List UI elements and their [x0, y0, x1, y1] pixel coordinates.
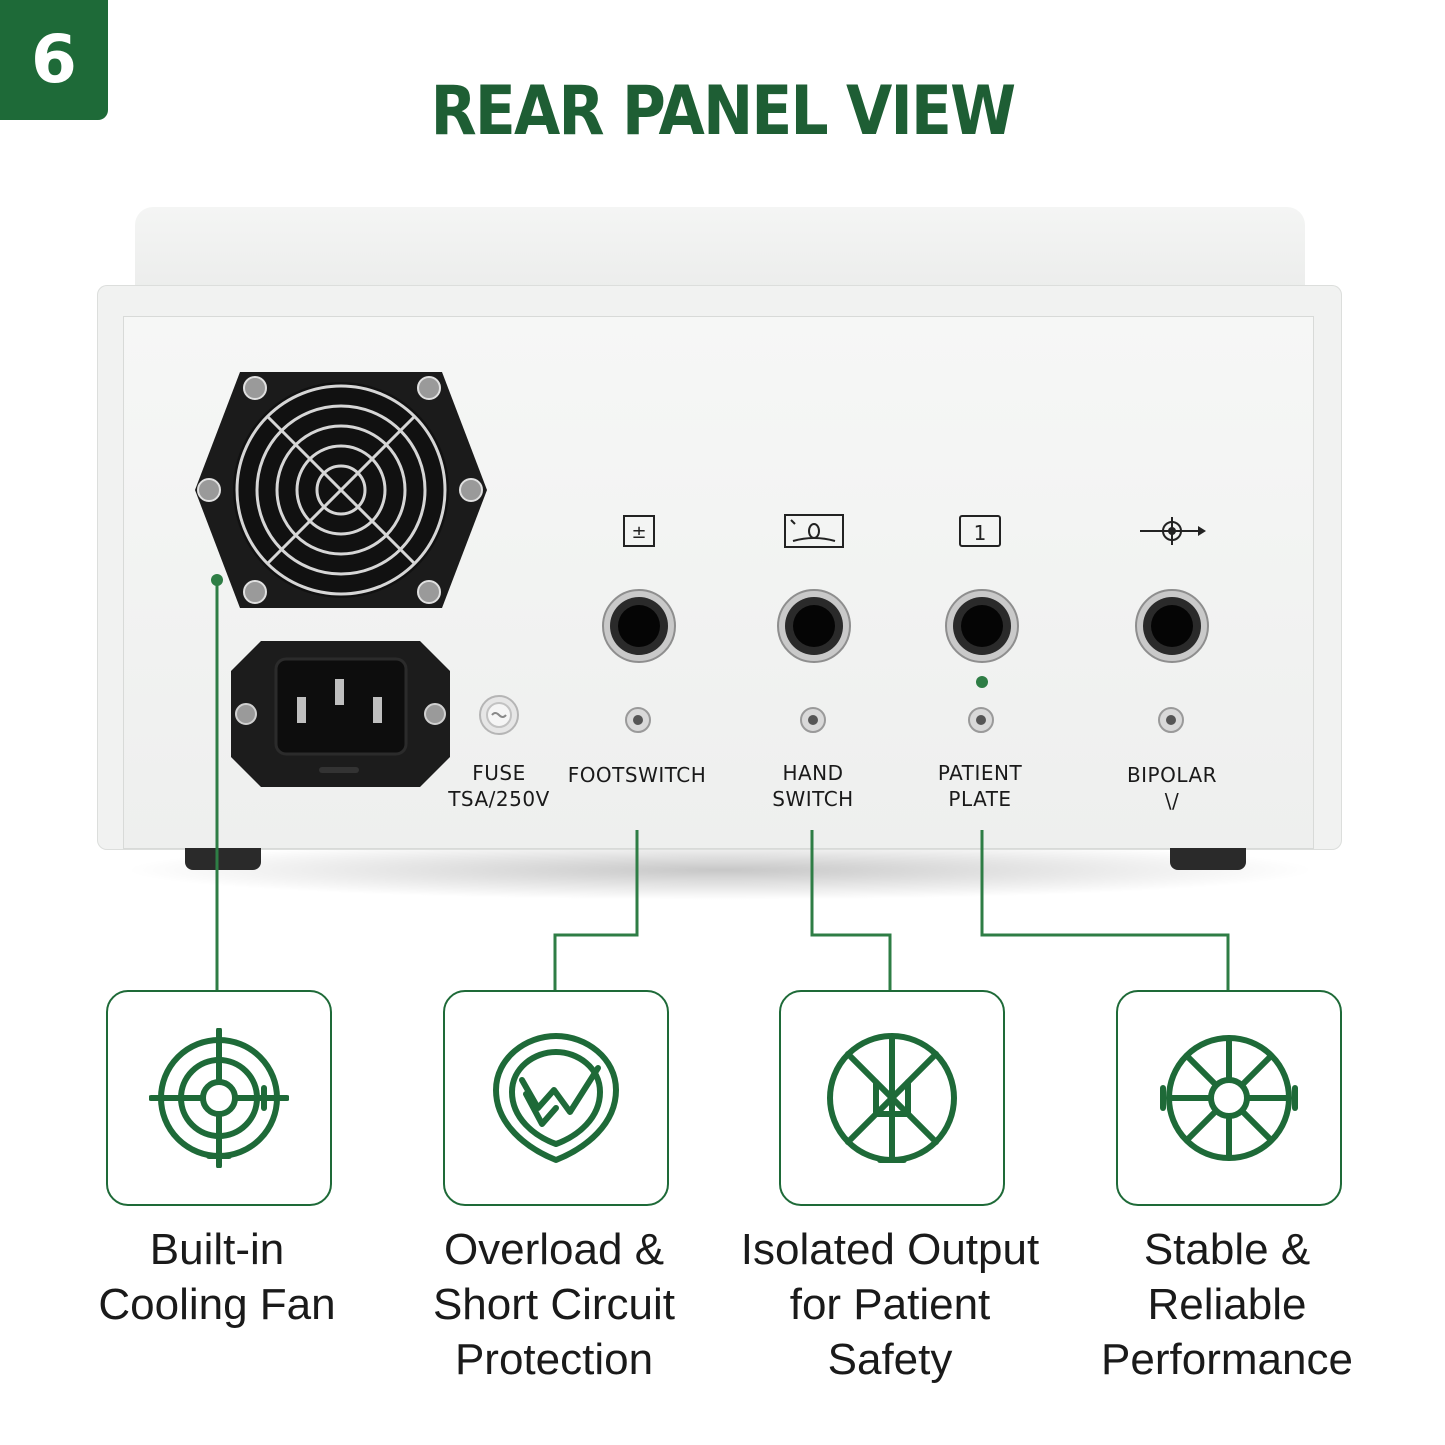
footswitch-label: FOOTSWITCH	[562, 762, 712, 788]
feature-text-cooling-line1: Built-in	[149, 1225, 285, 1274]
feature-card-isolation	[779, 990, 1005, 1206]
bipolar-label-line2: \/	[1164, 789, 1180, 813]
footswitch-symbol-icon: ±	[623, 515, 655, 547]
isolation-circle-icon	[827, 1033, 957, 1163]
bipolar-jack[interactable]	[1134, 588, 1210, 664]
feature-text-reliability: Stable & Reliable Performance	[1062, 1222, 1392, 1387]
hand-switch-label-line1: HAND	[782, 761, 844, 785]
feature-card-reliability	[1116, 990, 1342, 1206]
feature-text-protection-line1: Overload &	[443, 1225, 665, 1274]
feature-text-isolation: Isolated Output for Patient Safety	[725, 1222, 1055, 1387]
step-badge: 6	[0, 0, 108, 120]
patient-plate-label: PATIENT PLATE	[915, 760, 1045, 812]
power-inlet-socket	[231, 641, 450, 787]
fuse-holder-icon[interactable]	[478, 694, 520, 736]
hand-switch-label: HAND SWITCH	[748, 760, 878, 812]
fuse-label-text: FUSE	[472, 761, 526, 785]
page-title: REAR PANEL VIEW	[430, 72, 1017, 151]
feature-text-protection-line2: Short Circuit	[432, 1280, 676, 1329]
feature-card-protection	[443, 990, 669, 1206]
cooling-fan-icon	[195, 372, 487, 608]
feature-text-isolation-line2: for Patient	[789, 1280, 991, 1329]
crosshair-fan-icon	[149, 1028, 289, 1168]
feature-text-reliability-line2: Reliable	[1147, 1280, 1307, 1329]
feature-text-isolation-line3: Safety	[827, 1335, 953, 1384]
patient-plate-indicator-led	[968, 707, 994, 733]
footswitch-label-line1: FOOTSWITCH	[567, 763, 707, 787]
device-top-surface	[135, 207, 1305, 299]
fuse-label: FUSE TSA/250V	[440, 760, 558, 812]
patient-plate-jack[interactable]	[944, 588, 1020, 664]
feature-text-reliability-line1: Stable &	[1143, 1225, 1311, 1274]
shield-check-icon	[493, 1033, 619, 1163]
patient-plate-symbol-icon: 1	[959, 515, 1001, 547]
footswitch-symbol-text: ±	[631, 522, 646, 543]
hand-switch-jack[interactable]	[776, 588, 852, 664]
patient-plate-label-line1: PATIENT	[937, 761, 1023, 785]
feature-text-isolation-line1: Isolated Output	[740, 1225, 1040, 1274]
wheel-icon	[1160, 1035, 1298, 1161]
feature-text-cooling: Built-in Cooling Fan	[52, 1222, 382, 1332]
patient-plate-symbol-text: 1	[974, 521, 987, 545]
fuse-rating-text: TSA/250V	[448, 787, 550, 811]
bipolar-symbol-icon	[1140, 517, 1206, 545]
bipolar-indicator-led	[1158, 707, 1184, 733]
feature-card-cooling	[106, 990, 332, 1206]
feature-text-protection-line3: Protection	[454, 1335, 654, 1384]
footswitch-jack[interactable]	[601, 588, 677, 664]
bipolar-label: BIPOLAR \/	[1107, 762, 1237, 814]
device-foot-right	[1170, 848, 1246, 870]
feature-text-reliability-line3: Performance	[1101, 1335, 1353, 1384]
feature-text-protection: Overload & Short Circuit Protection	[389, 1222, 719, 1387]
hand-switch-symbol-icon	[784, 514, 844, 548]
patient-plate-label-line2: PLATE	[948, 787, 1012, 811]
footswitch-indicator-led	[625, 707, 651, 733]
hand-switch-indicator-led	[800, 707, 826, 733]
hand-switch-label-line2: SWITCH	[772, 787, 854, 811]
bipolar-label-line1: BIPOLAR	[1126, 763, 1218, 787]
device-foot-left	[185, 848, 261, 870]
feature-text-cooling-line2: Cooling Fan	[98, 1280, 336, 1329]
